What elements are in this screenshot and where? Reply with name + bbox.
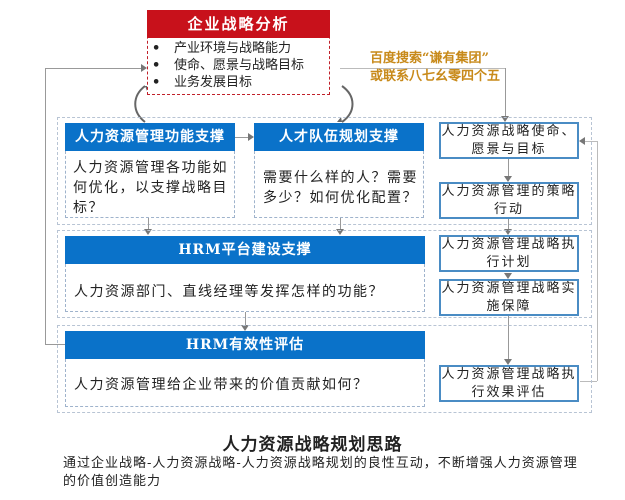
connector-line-down-right [505,68,506,120]
arrow-down-icon [241,325,249,331]
hr-function-title: 人力资源管理功能支撑 [65,123,235,151]
arrow-left-icon [579,137,585,145]
group-evaluation-row [57,325,592,413]
feedback-line-left-vertical [45,68,46,345]
hrm-effectiveness-body: 人力资源管理给企业带来的价值贡献如何？ [74,377,369,393]
feedback-line-right-vertical [597,141,598,381]
arrow-down-icon [504,273,512,279]
connector-line [245,312,246,326]
corporate-strategy-title: 企业战略分析 [147,10,330,38]
connector-line [508,219,509,231]
connector-line [340,218,341,230]
flow-step-mission: 人力资源战略使命、愿景与目标 [439,122,579,159]
hrm-platform-body: 人力资源部门、直线经理等发挥怎样的功能？ [74,284,384,300]
arrow-down-icon [504,176,512,182]
hr-function-body-box [65,151,235,218]
hrm-effectiveness-body-box [65,359,425,407]
group-support-row [57,117,592,225]
flow-step-guarantee: 人力资源管理战略实施保障 [439,279,579,316]
talent-team-body: 需要什么样的人？需要多少？如何优化配置？ [263,170,418,206]
connector-line-top-right [340,68,505,69]
watermark-text: 百度搜索“谦有集团” 或联系八七幺零四个五 [370,51,501,84]
connector-line [508,316,509,361]
hrm-effectiveness-title: HRM有效性评估 [65,331,425,359]
arrow-down-icon [504,229,512,235]
corporate-strategy-list: •产业环境与战略能力 •使命、愿景与战略目标 •业务发展目标 [152,40,332,91]
bullet-icon: • [152,41,161,56]
arrow-right-icon [141,64,147,72]
diagram-description: 通过企业战略-人力资源战略-人力资源战略规划的良性互动，不断增强人力资源管理的价… [63,456,578,489]
feedback-line-left-bottom [45,344,65,345]
bullet-icon: • [152,75,161,90]
connector-line [235,137,248,138]
arrow-down-icon [504,359,512,365]
arrow-down-icon [144,229,152,235]
hrm-platform-body-box [65,264,425,312]
curved-arrow-icon [337,85,354,123]
talent-team-title: 人才队伍规划支撑 [254,123,424,151]
hrm-platform-title: HRM平台建设支撑 [65,236,425,264]
group-platform-row [57,230,592,318]
feedback-line-left-top [45,68,141,69]
flow-step-plan: 人力资源管理战略执行计划 [439,235,579,272]
arrow-down-icon [501,116,509,122]
flow-step-evaluation: 人力资源管理战略执行效果评估 [439,365,579,402]
connector-line [508,159,509,178]
feedback-line-right-bottom [580,381,597,382]
arrow-down-icon [336,229,344,235]
flow-step-actions: 人力资源管理的策略行动 [439,182,579,219]
connector-line [148,218,149,230]
bullet-icon: • [152,58,161,73]
list-item: •产业环境与战略能力 [152,41,292,56]
diagram-title: 人力资源战略规划思路 [222,435,403,455]
list-item: •使命、愿景与战略目标 [152,58,305,73]
arrow-right-icon [248,133,254,141]
list-item: •业务发展目标 [152,75,253,90]
talent-team-body-box [254,151,424,218]
hr-function-body: 人力资源管理各功能如何优化，以支撑战略目标？ [73,160,228,216]
